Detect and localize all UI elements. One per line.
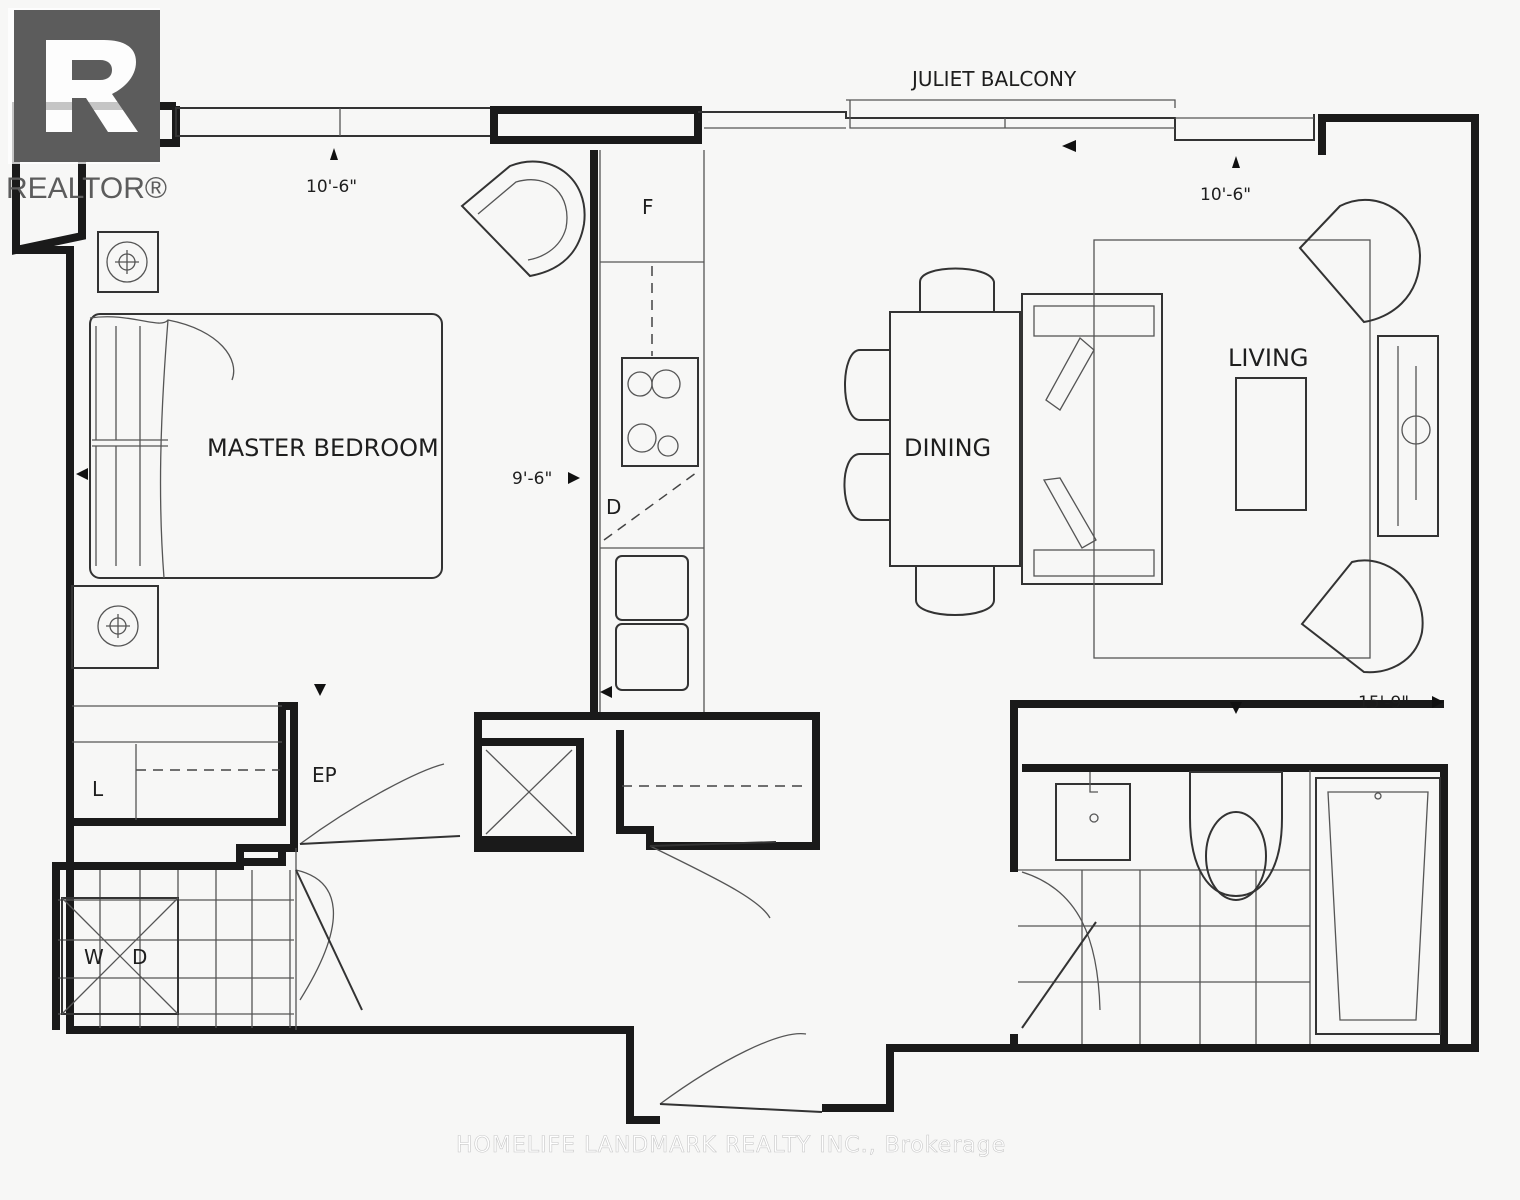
washer-label: W: [84, 945, 104, 969]
laundry-tiles: [58, 870, 294, 1028]
cooktop: [621, 357, 699, 467]
kitchen: [599, 150, 705, 712]
dimension-arrows: [76, 140, 1444, 714]
dining-living-furniture: [843, 199, 1439, 674]
bedroom-furniture: [71, 160, 586, 669]
armchair-bedroom: [460, 160, 586, 278]
bathroom-sink: [1055, 783, 1131, 861]
brokerage-watermark: HOMELIFE LANDMARK REALTY INC., Brokerage: [456, 1133, 1006, 1158]
rug: [1093, 239, 1371, 659]
realtor-logo-text: REALTOR®: [6, 172, 167, 205]
bathtub: [1315, 777, 1441, 1035]
wall-column-top: [490, 106, 702, 144]
living-label: LIVING: [1228, 344, 1309, 372]
wall-bottom-right: [822, 114, 1479, 1112]
window-bedroom: [175, 107, 495, 137]
dining-table: [889, 311, 1021, 567]
tv-console: [1377, 335, 1439, 537]
doors: [295, 763, 823, 1113]
linen-closet-label: L: [92, 777, 104, 801]
master-bedroom-label: MASTER BEDROOM: [207, 434, 439, 462]
dryer-label: D: [132, 945, 147, 969]
washer-dryer: [61, 897, 179, 1015]
wall-closet: [70, 702, 298, 866]
bedroom-width-dimension: 10'-6": [306, 177, 357, 197]
dishwasher-label: D: [606, 495, 621, 519]
armchair-living-bottom: [1300, 559, 1424, 674]
toilet: [1189, 771, 1283, 898]
wall-laundry: [52, 844, 282, 1030]
realtor-r-icon: [14, 10, 160, 162]
armchair-living-top: [1298, 199, 1422, 324]
realtor-logo: REALTOR®: [6, 8, 167, 205]
nightstand-bottom: [71, 585, 159, 669]
living-depth-dimension: 15'-9": [1358, 693, 1409, 713]
living-width-dimension: 10'-6": [1200, 185, 1251, 205]
window-living: [698, 111, 1315, 141]
closet-box: [474, 738, 584, 844]
wall-left: [16, 246, 660, 1124]
wall-bathroom: [1010, 700, 1444, 872]
wall-kitchen: [598, 712, 820, 850]
sofa: [1021, 293, 1163, 585]
bathroom: [1018, 770, 1441, 1044]
dining-label: DINING: [904, 434, 991, 462]
wall-bath-inner: [1022, 764, 1448, 1044]
coffee-table: [1235, 377, 1307, 511]
electrical-panel-label: EP: [312, 763, 337, 787]
sink-bowl-1: [615, 555, 689, 621]
bed: [89, 313, 443, 579]
fridge-label: F: [642, 195, 654, 219]
bedroom-depth-dimension: 9'-6": [512, 469, 552, 489]
nightstand-top: [97, 231, 159, 293]
juliet-balcony-label: JULIET BALCONY: [910, 67, 1077, 91]
sink-bowl-2: [615, 623, 689, 691]
